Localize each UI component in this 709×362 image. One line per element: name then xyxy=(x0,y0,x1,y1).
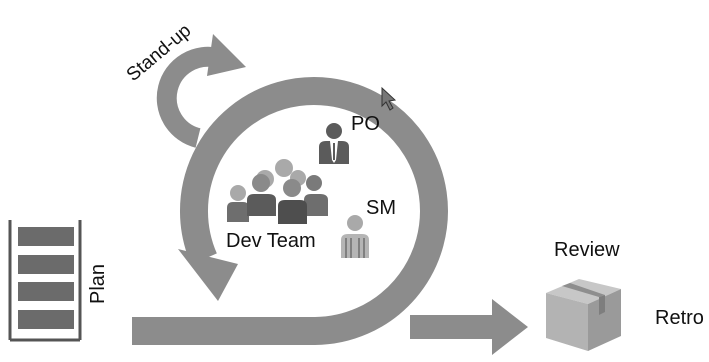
mouse-cursor-icon xyxy=(381,86,397,111)
dev-team-label: Dev Team xyxy=(226,230,316,252)
backlog-stack-icon xyxy=(8,220,82,342)
sprint-arrowhead xyxy=(178,249,238,301)
review-label: Review xyxy=(554,239,620,261)
standup-loop xyxy=(156,34,246,148)
retro-label: Retro xyxy=(655,307,704,329)
product-box-icon xyxy=(546,279,621,351)
scrum-master-icon xyxy=(341,215,369,258)
standup-arrowhead xyxy=(207,34,246,76)
sprint-loop xyxy=(132,77,448,345)
backlog-item xyxy=(18,227,74,246)
backlog-item xyxy=(18,310,74,329)
backlog-item xyxy=(18,282,74,301)
dev-team-icon xyxy=(227,159,328,224)
backlog-item xyxy=(18,255,74,274)
sm-label: SM xyxy=(366,197,396,219)
product-owner-icon xyxy=(319,123,349,164)
plan-label: Plan xyxy=(87,264,109,304)
increment-arrow xyxy=(410,299,528,355)
po-label: PO xyxy=(351,113,380,135)
